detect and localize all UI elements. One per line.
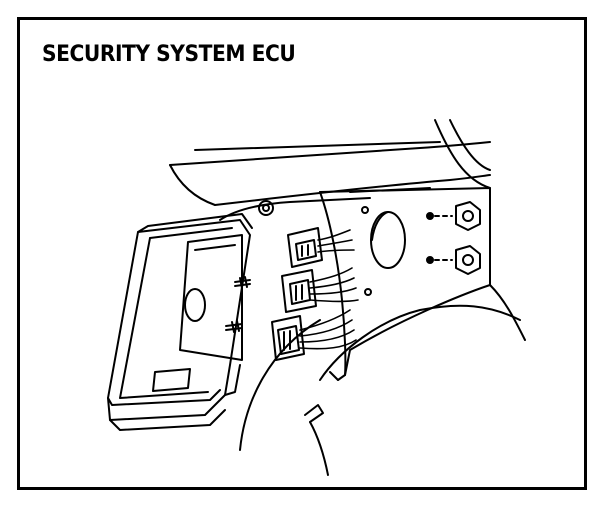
mounting-bracket [319,187,491,381]
ecu-stud-upper [234,279,251,287]
ecu-mounting-hole [184,288,206,322]
hex-nut-upper-icon [455,201,481,231]
connector-middle [281,269,317,313]
mounting-nuts [426,201,481,275]
bolt-upper [258,200,274,216]
figure-frame: SECURITY SYSTEM ECU [17,17,587,490]
bracket-hole [370,211,406,269]
ecu-label-plate [152,368,191,392]
floor-panel [239,284,526,476]
wiring-harness [299,229,359,350]
hex-nut-lower-icon [455,245,481,275]
connector-bottom [271,315,305,361]
bracket-rivet-lower [364,288,372,296]
figure-title: SECURITY SYSTEM ECU [42,42,296,67]
dashboard-structure [169,119,491,221]
security-ecu-module [107,213,253,431]
connector-top [287,227,323,268]
ecu-illustration [107,119,526,476]
bracket-rivet [361,206,369,214]
